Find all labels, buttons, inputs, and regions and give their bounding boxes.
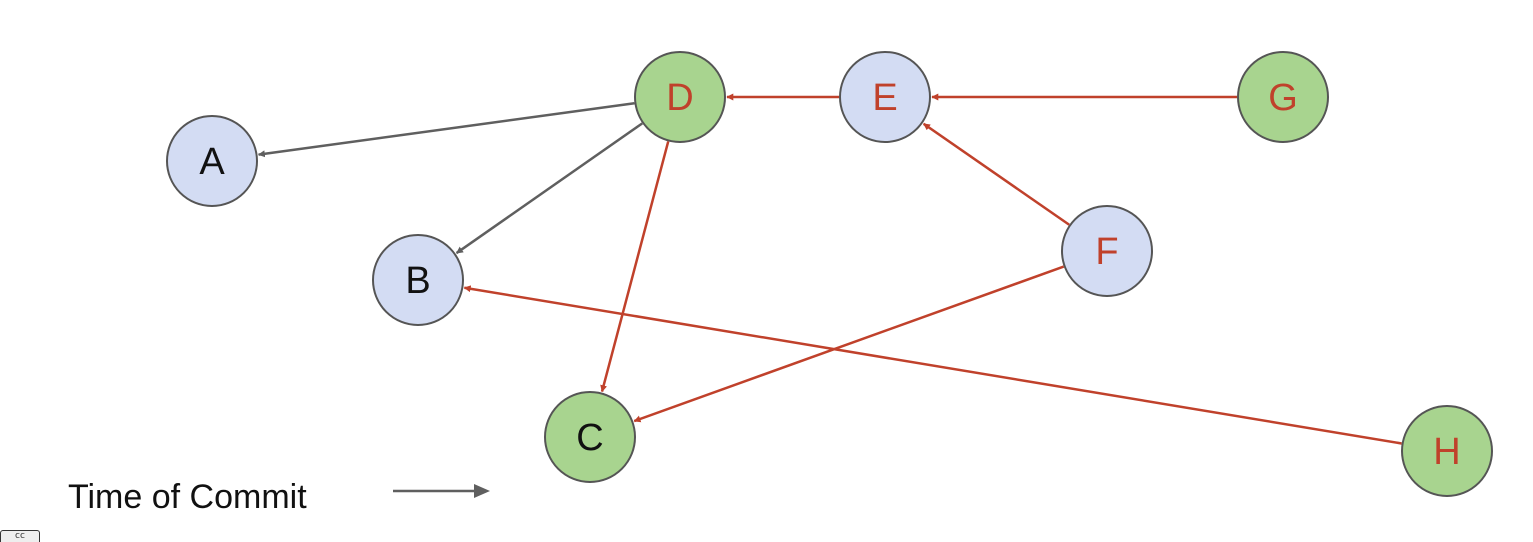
badge-text: cc (15, 531, 25, 541)
node-g: G (1237, 51, 1329, 143)
node-b: B (372, 234, 464, 326)
edge-d-to-c (600, 141, 670, 393)
node-d: D (634, 51, 726, 143)
node-circle (839, 51, 931, 143)
node-e: E (839, 51, 931, 143)
edge-h-to-b (463, 285, 1402, 445)
node-h: H (1401, 405, 1493, 497)
edge-d-to-b (455, 122, 644, 255)
node-circle (1401, 405, 1493, 497)
node-f: F (1061, 205, 1153, 297)
node-circle (372, 234, 464, 326)
node-label: E (872, 77, 897, 119)
node-label: C (576, 417, 603, 459)
nodes-layer: A B C D E F G H (166, 51, 1493, 497)
node-circle (166, 115, 258, 207)
edge-f-to-c (633, 265, 1065, 423)
node-circle (1061, 205, 1153, 297)
node-a: A (166, 115, 258, 207)
node-label: G (1268, 77, 1298, 119)
edges-layer (257, 93, 1402, 445)
creative-commons-icon: cc (0, 530, 40, 542)
node-circle (544, 391, 636, 483)
node-c: C (544, 391, 636, 483)
node-label: F (1095, 231, 1118, 273)
caption-text: Time of Commit (68, 478, 307, 516)
node-label: B (405, 260, 430, 302)
node-label: H (1433, 431, 1460, 473)
node-circle (634, 51, 726, 143)
right-arrow-icon (393, 484, 490, 498)
node-label: A (199, 141, 225, 183)
node-circle (1237, 51, 1329, 143)
edge-f-to-e (922, 122, 1070, 226)
edge-d-to-a (257, 101, 635, 158)
time-of-commit-caption: Time of Commit (68, 478, 490, 516)
node-label: D (666, 77, 693, 119)
